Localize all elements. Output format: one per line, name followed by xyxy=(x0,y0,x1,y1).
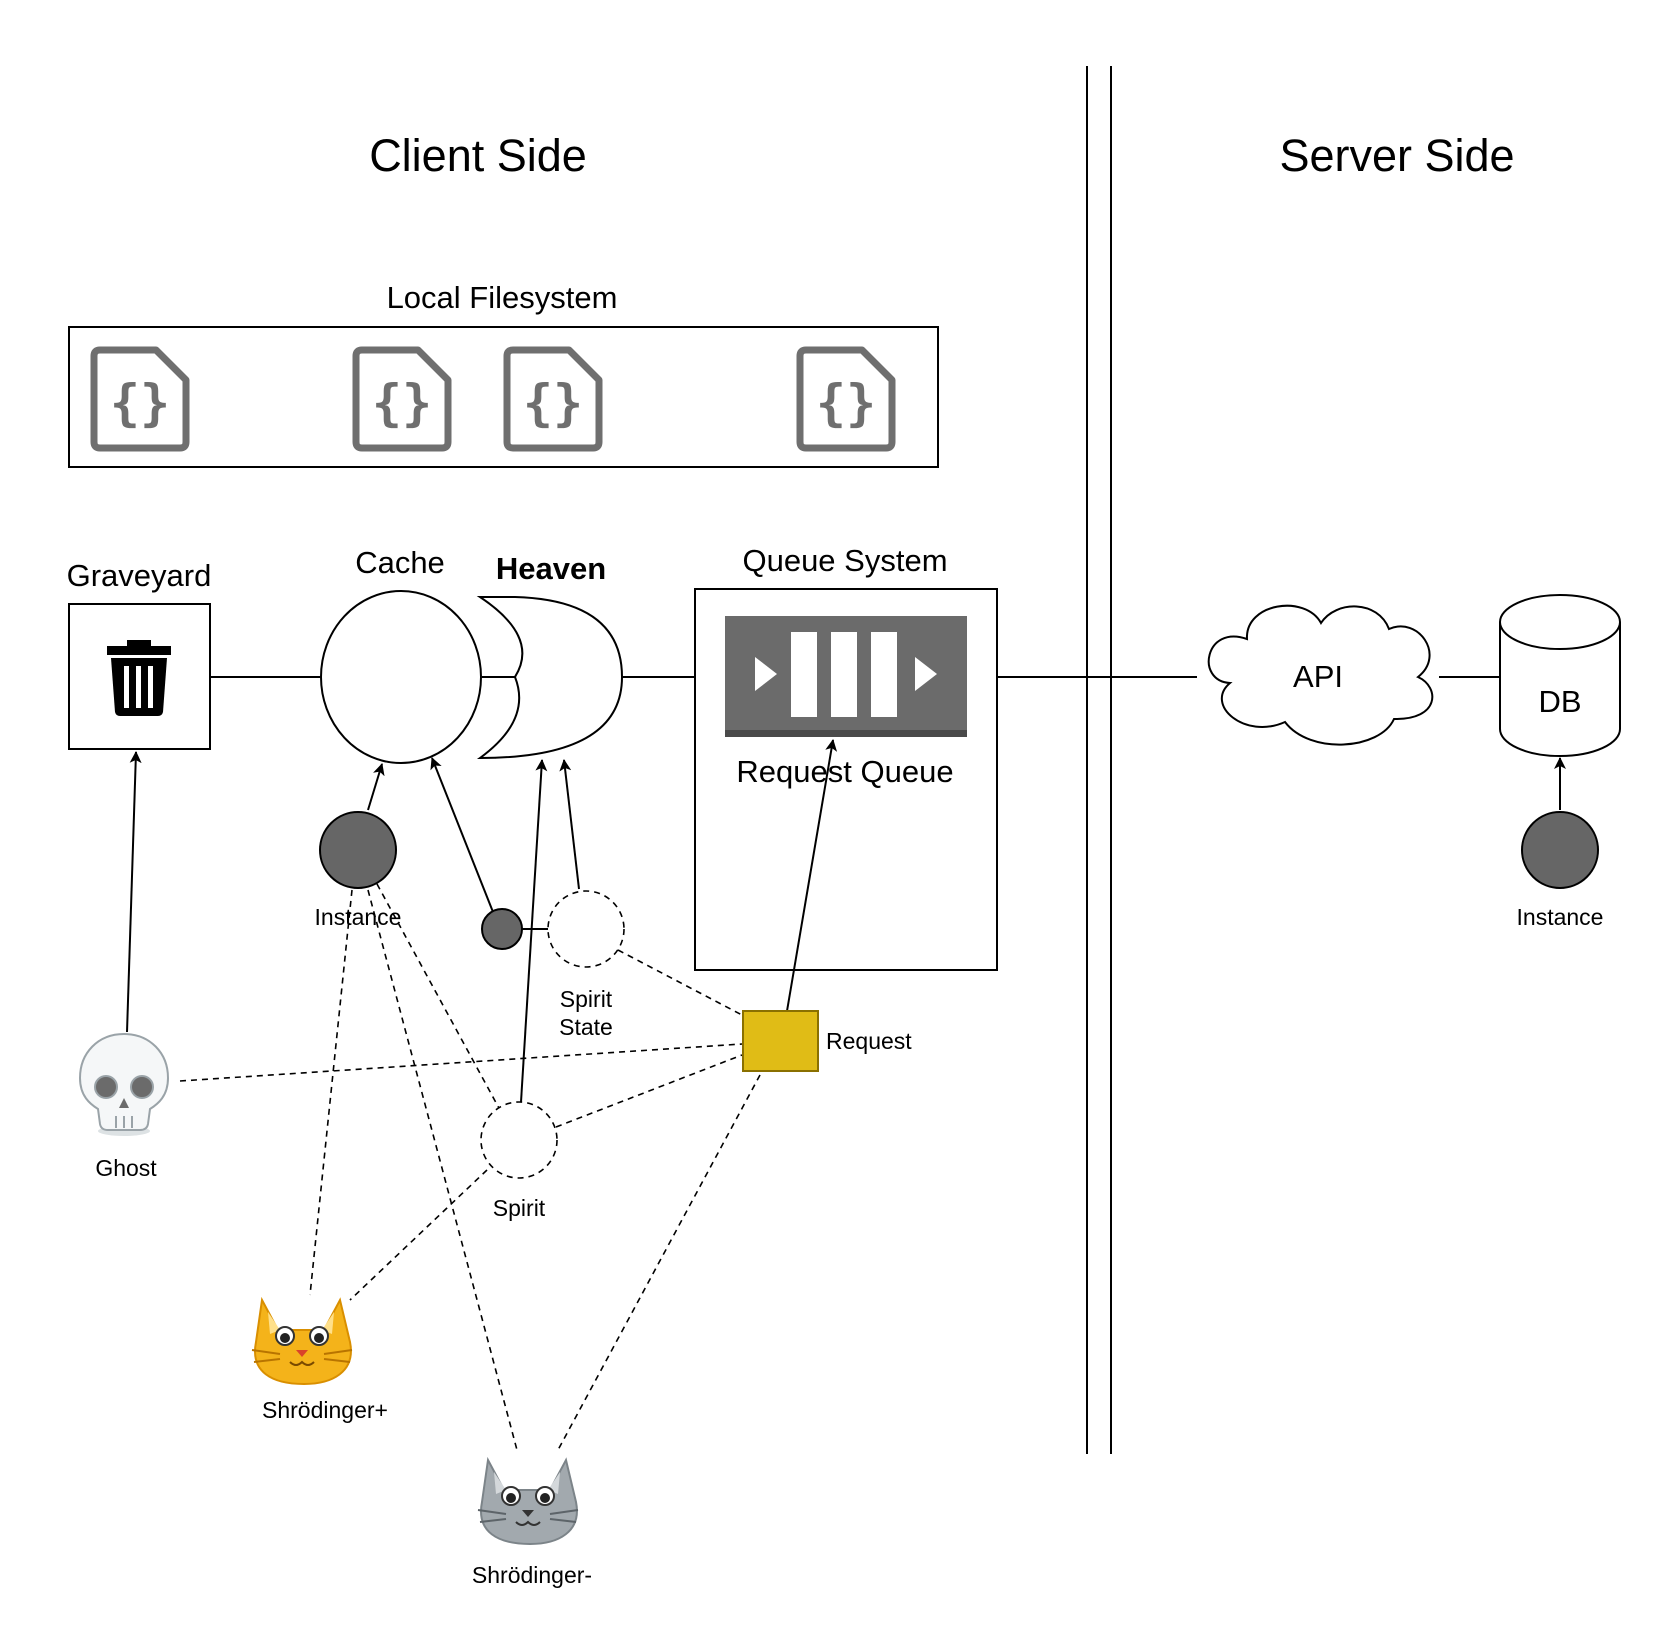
db-cylinder xyxy=(1499,594,1621,757)
solid-arrows xyxy=(126,739,838,1103)
spirit-state-instance-dot xyxy=(481,908,523,950)
cache-circle xyxy=(320,590,482,764)
spirit-node xyxy=(480,1101,558,1179)
cat-face-grey-icon xyxy=(477,1456,579,1546)
spirit-state-label-line2: State xyxy=(559,1014,613,1040)
heaven-gate-shape xyxy=(476,596,624,760)
shrodinger-minus-label: Shrödinger- xyxy=(472,1562,592,1588)
spirit-state-node xyxy=(547,890,625,968)
server-side-heading: Server Side xyxy=(1279,130,1514,181)
skull-icon xyxy=(78,1032,170,1136)
client-instance-node xyxy=(319,811,397,889)
cache-label: Cache xyxy=(355,545,445,580)
json-file-icon xyxy=(507,350,599,448)
server-instance-label: Instance xyxy=(1517,904,1604,930)
client-instance-label: Instance xyxy=(315,904,402,930)
queue-icon xyxy=(725,616,967,737)
heaven-label: Heaven xyxy=(496,551,606,586)
request-node xyxy=(742,1010,819,1072)
spirit-state-label-line1: Spirit xyxy=(560,986,613,1012)
json-file-icon xyxy=(800,350,892,448)
client-server-divider xyxy=(1086,66,1112,1454)
queue-system-label: Queue System xyxy=(742,543,947,578)
local-filesystem-label: Local Filesystem xyxy=(387,280,618,315)
client-side-heading: Client Side xyxy=(369,130,587,181)
request-queue-label: Request Queue xyxy=(736,754,953,789)
shrodinger-plus-label: Shrödinger+ xyxy=(262,1397,388,1423)
ghost-label: Ghost xyxy=(95,1155,157,1181)
db-label: DB xyxy=(1538,684,1581,719)
cat-face-orange-icon xyxy=(251,1296,353,1386)
request-label: Request xyxy=(826,1028,912,1054)
json-file-icon xyxy=(356,350,448,448)
trash-icon xyxy=(107,640,171,716)
spirit-label: Spirit xyxy=(493,1195,546,1221)
dashed-relations xyxy=(179,883,761,1451)
api-cloud xyxy=(1207,604,1434,746)
api-label: API xyxy=(1293,659,1343,694)
server-instance-node xyxy=(1521,811,1599,889)
json-file-icon xyxy=(94,350,186,448)
graveyard-label: Graveyard xyxy=(67,558,212,593)
